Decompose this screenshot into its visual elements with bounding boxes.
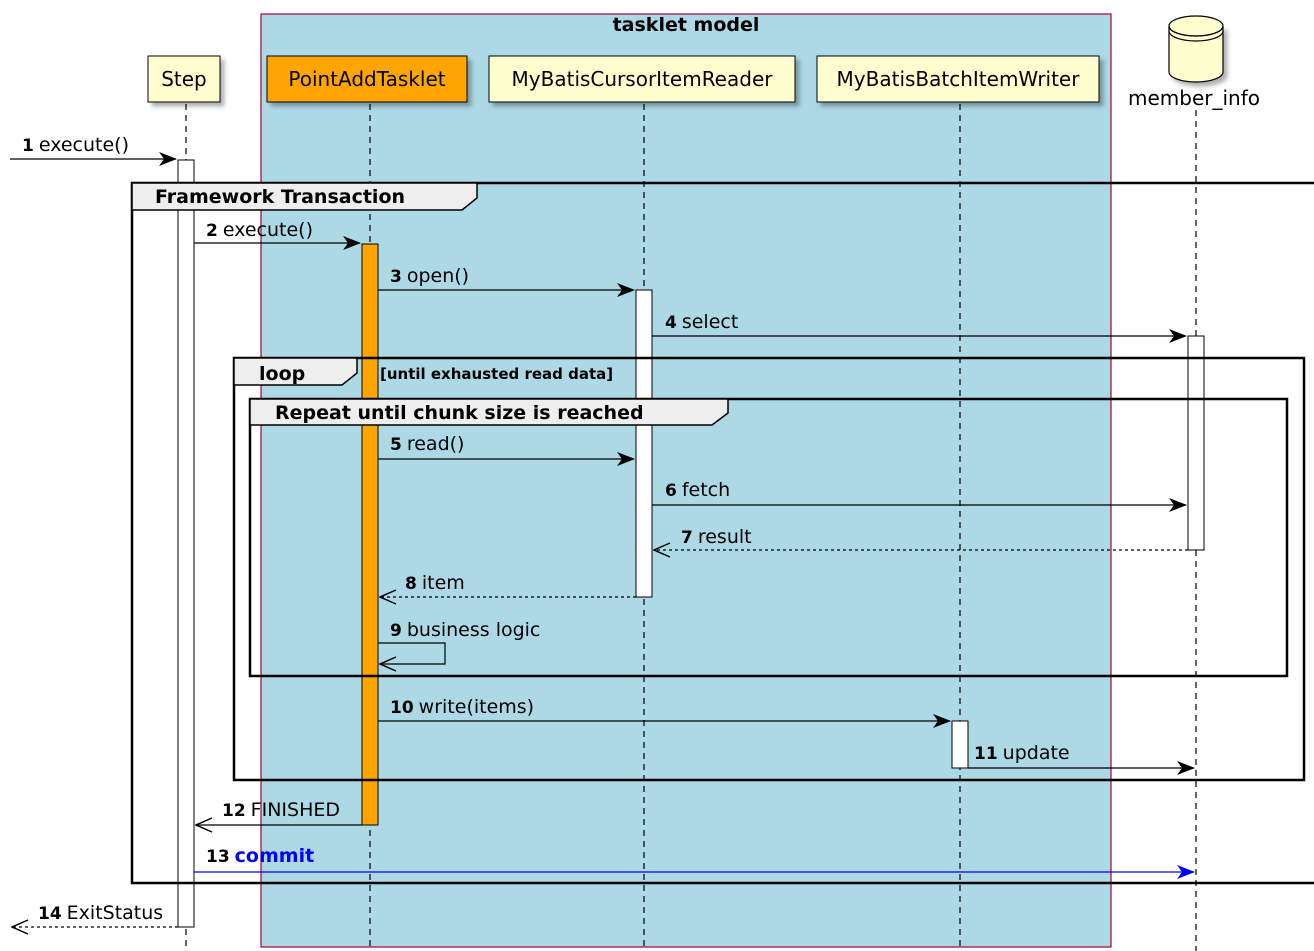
activation-writer bbox=[951, 720, 969, 769]
message-10-label: write(items) bbox=[419, 696, 534, 718]
tasklet-model-group bbox=[260, 13, 1112, 948]
participant-pointaddtasklet[interactable]: PointAddTasklet bbox=[266, 55, 468, 103]
message-9-label: business logic bbox=[407, 619, 541, 641]
message-4-label: select bbox=[682, 311, 738, 333]
message-9-num: 9 bbox=[390, 621, 402, 641]
message-11-num: 11 bbox=[974, 744, 998, 764]
message-12-label: FINISHED bbox=[251, 799, 340, 821]
message-1-label: execute() bbox=[39, 134, 129, 156]
group-title: tasklet model bbox=[613, 14, 760, 36]
message-8-label: item bbox=[422, 572, 465, 594]
fragment-repeat: Repeat until chunk size is reached bbox=[248, 397, 1289, 678]
message-5-num: 5 bbox=[390, 435, 402, 455]
message-8-num: 8 bbox=[405, 574, 417, 594]
message-12-num: 12 bbox=[222, 801, 246, 821]
message-13-num: 13 bbox=[206, 847, 230, 867]
participant-writer-label: MyBatisBatchItemWriter bbox=[837, 67, 1081, 91]
activation-pointaddtasklet bbox=[361, 243, 379, 826]
activation-member-info bbox=[1187, 335, 1205, 551]
fragment-framework-title: Framework Transaction bbox=[155, 186, 405, 208]
participant-step[interactable]: Step bbox=[147, 55, 221, 103]
message-7-label: result bbox=[698, 526, 752, 548]
message-2-num: 2 bbox=[206, 221, 218, 241]
activation-reader bbox=[635, 289, 653, 598]
participant-pointaddtasklet-label: PointAddTasklet bbox=[288, 67, 445, 91]
message-7-num: 7 bbox=[681, 528, 693, 548]
fragment-framework-transaction: Framework Transaction bbox=[130, 181, 1314, 885]
participant-member-info-database-icon[interactable]: member_info bbox=[1128, 15, 1260, 110]
message-4-num: 4 bbox=[665, 313, 677, 333]
activation-step bbox=[177, 159, 195, 928]
message-14-label: ExitStatus bbox=[67, 902, 164, 924]
message-14-num: 14 bbox=[38, 904, 62, 924]
participant-member-info-label: member_info bbox=[1128, 86, 1260, 110]
fragment-loop-condition: [until exhausted read data] bbox=[380, 365, 613, 383]
message-6-label: fetch bbox=[682, 479, 730, 501]
message-3-num: 3 bbox=[390, 267, 402, 287]
fragment-loop-title: loop bbox=[259, 363, 305, 385]
message-2-label: execute() bbox=[223, 219, 313, 241]
message-10-num: 10 bbox=[390, 698, 414, 718]
message-13-label: commit bbox=[235, 845, 315, 867]
participant-step-label: Step bbox=[161, 67, 207, 91]
message-3-label: open() bbox=[407, 265, 469, 287]
participant-reader[interactable]: MyBatisCursorItemReader bbox=[488, 55, 796, 103]
participant-writer[interactable]: MyBatisBatchItemWriter bbox=[816, 55, 1100, 103]
fragment-repeat-title: Repeat until chunk size is reached bbox=[275, 402, 644, 424]
fragment-loop: loop [until exhausted read data] bbox=[232, 356, 1306, 782]
message-6-num: 6 bbox=[665, 481, 677, 501]
message-5-label: read() bbox=[407, 433, 465, 455]
message-11-label: update bbox=[1003, 742, 1070, 764]
participant-reader-label: MyBatisCursorItemReader bbox=[512, 67, 774, 91]
message-1-num: 1 bbox=[22, 136, 34, 156]
